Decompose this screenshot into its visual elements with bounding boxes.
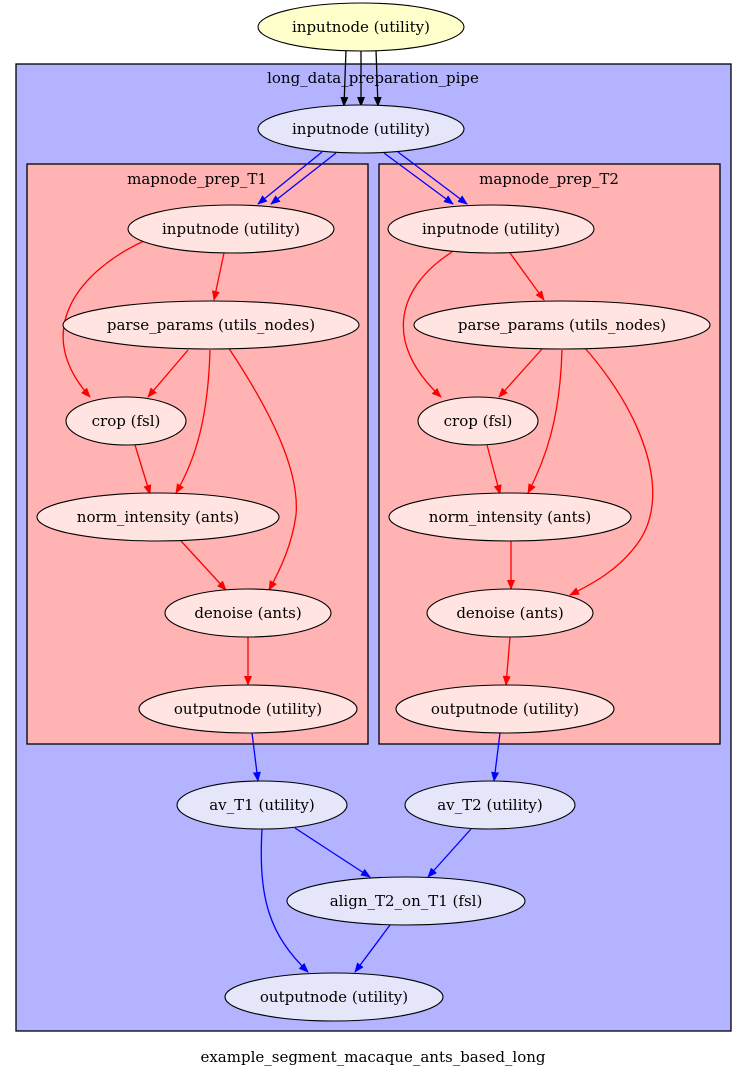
edge-t2-parse-params-to-denoise	[569, 346, 654, 596]
edge-t2-parse-params-to-norm-intensity	[527, 349, 563, 494]
edge-av-t2-to-align	[427, 828, 472, 878]
edge-av-t1-to-outputnode	[260, 828, 309, 973]
node-label: norm_intensity (ants)	[77, 508, 239, 526]
node-t1-norm-intensity[interactable]: norm_intensity (ants)	[36, 492, 280, 542]
nodes: inputnode (utility) inputnode (utility) …	[36, 2, 711, 1022]
edge-t2-parse-params-to-crop	[498, 348, 543, 398]
node-label: av_T2 (utility)	[437, 796, 543, 814]
edge-t1-parse-params-to-norm-intensity	[175, 349, 211, 494]
node-t1-denoise[interactable]: denoise (ants)	[164, 588, 332, 638]
node-align-t2-on-t1[interactable]: align_T2_on_T1 (fsl)	[286, 876, 526, 926]
edges	[62, 49, 654, 973]
cluster-mapnode-prep-t2: mapnode_prep_T2	[378, 163, 721, 745]
edge-t1-outputnode-to-av-t1	[251, 732, 261, 782]
edge-pipe-to-t1-inputnode-2	[270, 152, 337, 205]
node-t2-denoise[interactable]: denoise (ants)	[426, 588, 594, 638]
node-t1-parse-params[interactable]: parse_params (utils_nodes)	[62, 300, 360, 350]
node-label: outputnode (utility)	[174, 700, 322, 718]
node-t2-norm-intensity[interactable]: norm_intensity (ants)	[388, 492, 632, 542]
node-label: denoise (ants)	[194, 604, 301, 622]
edge-t1-norm-intensity-to-denoise	[180, 540, 227, 591]
node-label: crop (fsl)	[444, 412, 513, 430]
cluster-label-t2: mapnode_prep_T2	[479, 170, 619, 188]
cluster-label-pipe: long_data_preparation_pipe	[267, 69, 479, 87]
edge-t1-parse-params-to-crop	[147, 349, 189, 398]
node-t1-crop[interactable]: crop (fsl)	[65, 396, 187, 446]
node-label: parse_params (utils_nodes)	[458, 316, 666, 334]
node-top-inputnode[interactable]: inputnode (utility)	[257, 2, 465, 52]
node-label: inputnode (utility)	[422, 220, 560, 238]
node-label: norm_intensity (ants)	[429, 508, 591, 526]
node-av-t2[interactable]: av_T2 (utility)	[404, 780, 576, 830]
edge-pipe-to-t2-inputnode-1	[383, 152, 454, 205]
edge-pipe-to-t2-inputnode-2	[397, 151, 468, 205]
edge-t2-inputnode-to-parse-params	[509, 252, 545, 301]
node-label: inputnode (utility)	[292, 120, 430, 138]
edge-t2-crop-to-norm-intensity	[486, 444, 502, 495]
edge-t1-crop-to-norm-intensity	[134, 444, 152, 495]
node-label: inputnode (utility)	[292, 18, 430, 36]
node-label: outputnode (utility)	[431, 700, 579, 718]
node-label: denoise (ants)	[456, 604, 563, 622]
node-pipe-outputnode[interactable]: outputnode (utility)	[224, 972, 444, 1022]
edge-top-to-pipe-inputnode-3	[373, 49, 382, 107]
edge-t1-inputnode-to-parse-params	[211, 252, 225, 301]
node-label: parse_params (utils_nodes)	[107, 316, 315, 334]
node-t1-inputnode[interactable]: inputnode (utility)	[127, 204, 335, 254]
edge-t1-inputnode-to-crop	[62, 239, 147, 398]
cluster-mapnode-prep-t1: mapnode_prep_T1	[26, 163, 369, 745]
edge-t2-denoise-to-outputnode	[502, 636, 511, 686]
graph-title: example_segment_macaque_ants_based_long	[200, 1048, 545, 1066]
edge-top-to-pipe-inputnode-1	[340, 49, 349, 107]
node-t2-inputnode[interactable]: inputnode (utility)	[387, 204, 595, 254]
edge-t1-parse-params-to-denoise	[227, 346, 297, 591]
node-label: av_T1 (utility)	[209, 796, 315, 814]
node-t2-outputnode[interactable]: outputnode (utility)	[395, 684, 615, 734]
edge-t2-inputnode-to-crop	[402, 251, 453, 398]
node-label: align_T2_on_T1 (fsl)	[330, 892, 483, 910]
node-t1-outputnode[interactable]: outputnode (utility)	[138, 684, 358, 734]
node-label: outputnode (utility)	[260, 988, 408, 1006]
node-label: inputnode (utility)	[162, 220, 300, 238]
edge-av-t1-to-align	[294, 827, 371, 878]
edge-t2-outputnode-to-av-t2	[491, 732, 501, 782]
node-av-t1[interactable]: av_T1 (utility)	[176, 780, 348, 830]
cluster-label-t1: mapnode_prep_T1	[127, 170, 267, 188]
edge-align-to-outputnode	[354, 924, 391, 973]
node-pipe-inputnode[interactable]: inputnode (utility)	[257, 104, 465, 154]
node-t2-crop[interactable]: crop (fsl)	[417, 396, 539, 446]
node-label: crop (fsl)	[92, 412, 161, 430]
node-t2-parse-params[interactable]: parse_params (utils_nodes)	[413, 300, 711, 350]
edge-pipe-to-t1-inputnode-1	[257, 151, 323, 205]
